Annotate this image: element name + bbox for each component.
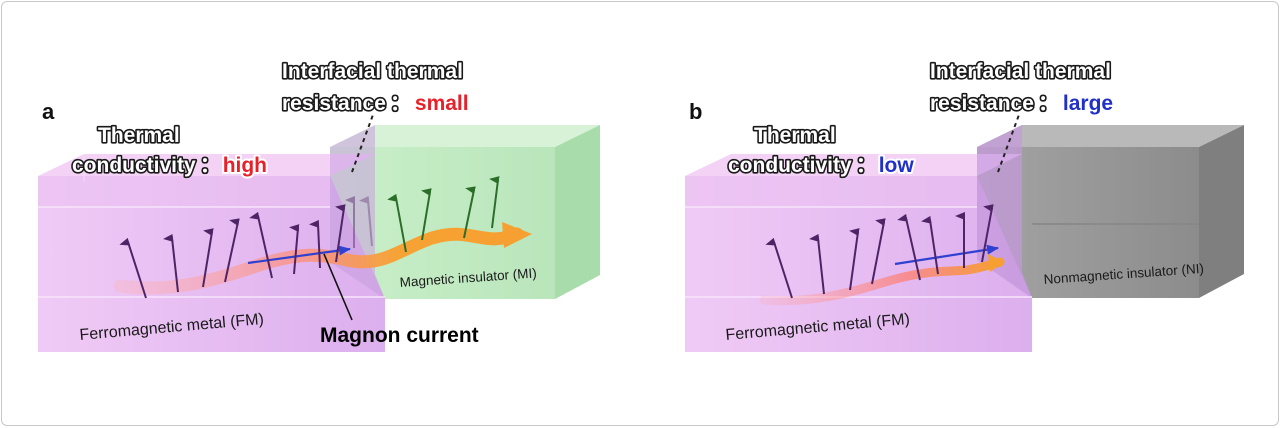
- spin-arrows-fm-b: [765, 204, 994, 299]
- thermal-label-b: conductivity：low: [728, 154, 914, 177]
- spin-arrow-icon: [421, 188, 432, 241]
- ferromagnetic-metal-block-b: [685, 125, 1032, 352]
- spin-arrow-icon: [809, 233, 825, 295]
- interface-value-b: large: [1063, 92, 1113, 115]
- panel-letter-a: a: [42, 99, 55, 124]
- interface-marker-a: [351, 111, 375, 173]
- panel-letter-b: b: [689, 99, 702, 124]
- interface-value-a: small: [415, 92, 469, 115]
- spin-arrow-icon: [249, 211, 273, 279]
- interface-title-b: Interfacial thermal: [930, 60, 1111, 83]
- thermal-title-a: Thermal: [98, 124, 180, 147]
- interface-marker-b: [997, 111, 1021, 173]
- spin-arrow-icon: [119, 237, 147, 299]
- spin-arrow-icon: [765, 237, 793, 299]
- thermal-label-a: conductivity：high: [72, 154, 267, 177]
- interface-label-a: resistance：small: [282, 92, 469, 115]
- thermal-annotation-b: Thermal conductivity：low: [726, 122, 916, 179]
- interface-annotation-a: Interfacial thermal resistance：small: [280, 58, 470, 117]
- spin-arrow-icon: [335, 204, 346, 263]
- magnon-wave-icon: [113, 222, 532, 295]
- interface-line2-a: resistance: [282, 92, 386, 115]
- spin-arrow-icon: [897, 213, 921, 281]
- thermal-annotation-a: Thermal conductivity：high: [70, 122, 269, 179]
- spin-arrow-icon: [387, 193, 407, 253]
- spin-arrow-icon: [202, 228, 214, 288]
- spin-arrow-icon: [309, 219, 321, 269]
- interface-sep-a: ：: [390, 92, 411, 115]
- spin-arrow-icon: [489, 176, 500, 229]
- thermal-sep-a: ：: [200, 154, 221, 177]
- flow-arrow-icon-b: [894, 244, 999, 266]
- interface-sep-b: ：: [1038, 92, 1059, 115]
- panel-b: b Interfacial thermal resistance：large T…: [685, 58, 1244, 352]
- nonmagnetic-insulator-block: [977, 125, 1244, 298]
- thermal-title-b: Thermal: [754, 124, 836, 147]
- thermal-line2-a: conductivity: [72, 154, 196, 177]
- spin-arrow-icon: [871, 218, 886, 285]
- interface-label-b: resistance：large: [930, 92, 1113, 115]
- spin-arrow-icon: [981, 204, 994, 263]
- panel-a: a Interfacial thermal resistance：small T…: [38, 58, 600, 352]
- spin-arrow-icon: [359, 195, 373, 247]
- spin-arrow-icon: [289, 224, 300, 275]
- thermal-value-b: low: [879, 154, 915, 177]
- spin-arrow-icon: [463, 186, 476, 239]
- spin-arrows-mi: [387, 176, 500, 253]
- interface-line2-b: resistance: [930, 92, 1034, 115]
- spin-arrow-icon: [921, 215, 939, 275]
- thermal-line2-b: conductivity: [728, 154, 852, 177]
- spin-arrows-fm-a: [119, 195, 373, 299]
- magnon-pointer-line: [323, 253, 353, 321]
- thermal-value-a: high: [223, 154, 267, 177]
- spin-arrow-icon: [849, 228, 860, 291]
- interface-title-a: Interfacial thermal: [282, 60, 463, 83]
- thermal-sep-b: ：: [856, 154, 877, 177]
- flow-arrow-icon: [247, 245, 351, 265]
- interface-annotation-b: Interfacial thermal resistance：large: [928, 58, 1115, 117]
- spin-arrow-icon: [163, 233, 179, 293]
- magnon-current-label: Magnon current: [320, 324, 479, 347]
- spin-arrow-icon: [224, 218, 240, 283]
